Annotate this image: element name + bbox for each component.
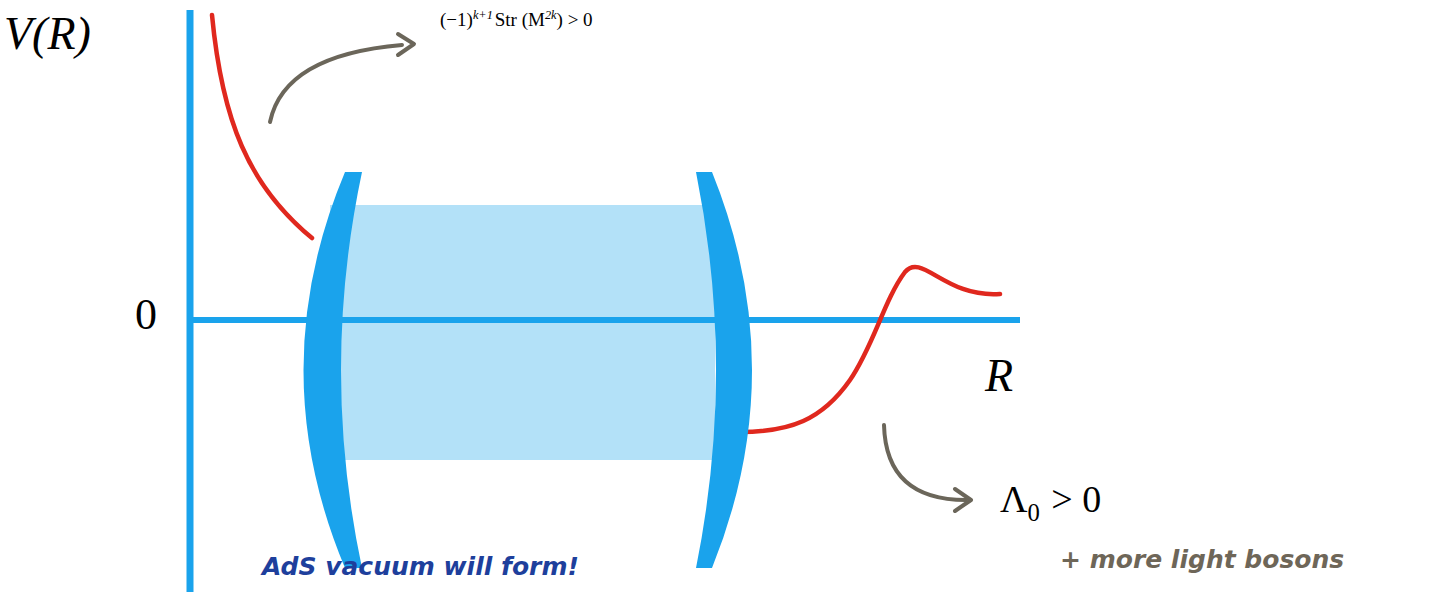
label-text: Λ <box>1000 478 1028 520</box>
arrow-head <box>955 489 971 511</box>
note-text: AdS vacuum will form! <box>262 553 579 582</box>
label-text: > 0 <box>1051 478 1101 520</box>
potential-curve <box>740 267 1000 432</box>
bracket-left <box>304 172 363 568</box>
superscript: k+1 <box>473 8 493 22</box>
label-text: AdS vacuum will form! <box>262 552 579 581</box>
vertical-axis <box>187 10 194 592</box>
subscript: 0 <box>1028 499 1040 526</box>
axis-label: V(R) <box>4 8 91 61</box>
label-text: + more light bosons <box>1060 545 1344 574</box>
vacuum-region <box>330 205 715 460</box>
condition-formula: (−1)k+1Str(M2k) > 0 <box>440 8 593 31</box>
bracket-right <box>696 172 752 568</box>
potential-curve <box>212 15 312 238</box>
axis-label: R <box>985 350 1013 403</box>
superscript: 2k <box>545 8 557 22</box>
label-text: (−1) <box>440 9 473 30</box>
label-text: V(R) <box>4 8 91 59</box>
label-text: R <box>985 350 1013 401</box>
axis-label: 0 <box>135 290 157 341</box>
label-text: Str <box>495 9 517 30</box>
label-text: ) > 0 <box>557 9 593 30</box>
condition-formula: Λ0 > 0 <box>1000 478 1101 527</box>
note-text: + more light bosons <box>1060 546 1344 575</box>
arrow-head <box>398 34 414 55</box>
label-text: 0 <box>135 290 157 339</box>
pointer-arrow <box>270 45 402 122</box>
label-text: (M <box>522 9 545 30</box>
